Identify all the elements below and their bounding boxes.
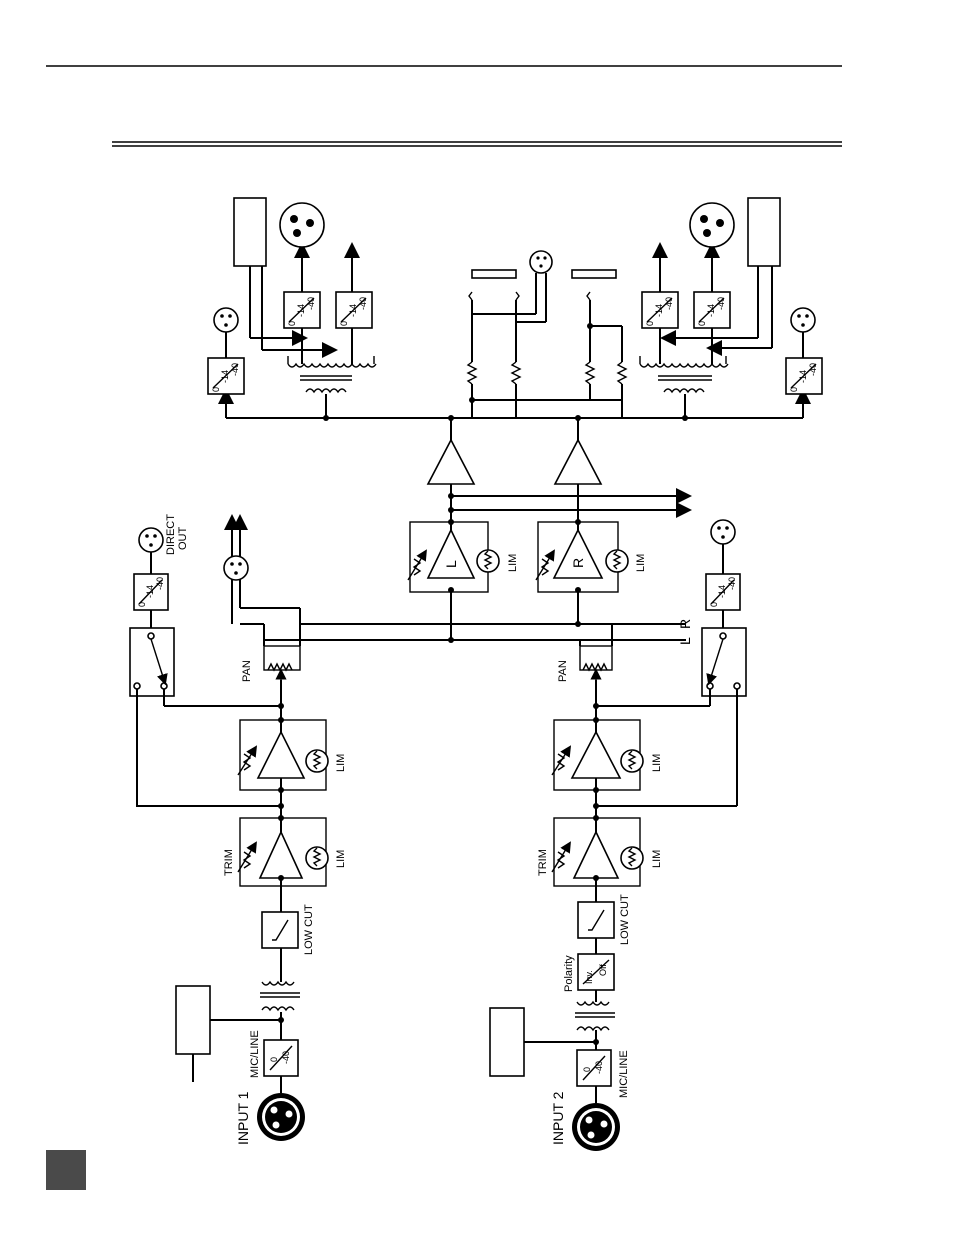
attn-max: -40 <box>230 363 240 376</box>
right-output-transformer <box>640 364 728 392</box>
input-2-level-lim-label: LIM <box>651 754 663 772</box>
input-2-level-amp <box>572 732 620 778</box>
center-resistor-1 <box>468 362 476 384</box>
input-2-line-jack <box>490 1008 524 1076</box>
input-2-trim-amp <box>574 832 618 878</box>
right-main-out-xlr-jack <box>690 203 734 247</box>
attn-max: -40 <box>306 297 316 310</box>
master-r: R LIM <box>536 484 647 593</box>
attn-zero: 0 <box>211 387 221 392</box>
attn-zero: 0 <box>339 321 349 326</box>
center-resistor-3 <box>586 362 594 384</box>
mix-buses: L R <box>264 590 693 645</box>
attn-max: -40 <box>727 577 737 590</box>
attn-max: -40 <box>664 297 674 310</box>
channel-1: INPUT 1 0 -40 MIC/LINE LOW CUT <box>130 514 347 1145</box>
input-2-trim-lim-label: LIM <box>651 850 663 868</box>
headphone-jack <box>572 270 616 278</box>
input-1-level-lim-label: LIM <box>335 754 347 772</box>
pad-0-label: 0 <box>269 1057 279 1062</box>
output-l-buffer <box>428 440 474 484</box>
attn-max: -40 <box>716 297 726 310</box>
attn-mid: -14 <box>654 304 664 317</box>
attn-mid: -14 <box>220 370 230 383</box>
left-main-out-xlr-jack <box>280 203 324 247</box>
attn-mid: -14 <box>706 304 716 317</box>
pad-40-label: -40 <box>281 1051 291 1064</box>
input-1-low-cut-label: LOW CUT <box>303 904 315 955</box>
attn-max: -40 <box>358 297 368 310</box>
input-1-mic-line-label: MIC/LINE <box>249 1030 261 1078</box>
input-1-level-amp <box>258 732 304 778</box>
input-2-low-cut-label: LOW CUT <box>619 894 631 945</box>
center-resistor-2 <box>512 362 520 384</box>
center-output-section <box>468 251 626 418</box>
direct-out-label-line2: OUT <box>177 527 189 551</box>
left-aux-out-jack <box>214 308 238 332</box>
attn-zero: 0 <box>645 321 655 326</box>
input-1-transformer <box>260 982 300 1010</box>
master-r-amp <box>554 530 602 578</box>
input-2-direct-out-jack <box>711 520 735 544</box>
output-r-buffer <box>555 440 601 484</box>
input-2-polarity-label: Polarity <box>563 955 575 992</box>
pad-40-label: -40 <box>594 1061 604 1074</box>
attn-zero: 0 <box>137 602 147 607</box>
left-output-section: 0 -14 -40 0 -14 -40 <box>208 198 376 418</box>
input-1-direct-out-jack <box>139 528 163 552</box>
left-main-out-line-jack <box>234 198 266 266</box>
center-resistor-4 <box>618 362 626 384</box>
attn-max: -40 <box>808 363 818 376</box>
right-main-out-line-jack <box>748 198 780 266</box>
input-1-label: INPUT 1 <box>235 1091 251 1145</box>
input-1-xlr-jack <box>257 1093 305 1141</box>
attn-mid: -14 <box>717 585 727 598</box>
attn-mid: -14 <box>348 304 358 317</box>
input-1-trim-lim-label: LIM <box>335 850 347 868</box>
master-r-amp-label: R <box>570 558 586 568</box>
master-l: L LIM <box>408 484 519 593</box>
input-2-xlr-jack <box>572 1103 620 1151</box>
master-r-lim-label: LIM <box>635 554 647 572</box>
input-2-pan-pot-icon[interactable] <box>583 664 607 670</box>
attn-zero: 0 <box>697 321 707 326</box>
tape-out-jack <box>472 270 516 278</box>
input-2-low-cut-filter[interactable] <box>578 902 614 938</box>
attn-zero: 0 <box>789 387 799 392</box>
attn-mid: -14 <box>296 304 306 317</box>
polarity-off-label: Off <box>598 964 608 976</box>
input-1-trim-label: TRIM <box>223 849 235 876</box>
polarity-inv-label: Inv. <box>584 970 594 984</box>
right-output-section: 0 -14 -40 0 -14 -40 0 -14 -40 <box>640 198 822 418</box>
input-1-line-jack <box>176 986 210 1054</box>
bus-l-label: L <box>677 637 693 645</box>
master-l-lim-label: LIM <box>507 554 519 572</box>
input-1-trim-amp <box>260 832 302 878</box>
input-2-pan-label: PAN <box>557 660 569 682</box>
attn-max: -40 <box>155 577 165 590</box>
input-1-pan-label: PAN <box>241 660 253 682</box>
input-1-insert-jack <box>224 556 248 580</box>
page-number-box <box>46 1150 86 1190</box>
right-aux-out-jack <box>791 308 815 332</box>
input-2-label: INPUT 2 <box>550 1091 566 1145</box>
input-2-mic-line-label: MIC/LINE <box>618 1050 630 1098</box>
input-2-trim-label: TRIM <box>537 849 549 876</box>
direct-out-label-line1: DIRECT <box>165 514 177 555</box>
input-1-low-cut-filter[interactable] <box>262 912 298 948</box>
left-output-transformer <box>288 364 376 392</box>
input-2-transformer <box>575 1002 615 1030</box>
channel-2: INPUT 2 0 -40 MIC/LINE Inv. Off Polarity… <box>490 520 746 1151</box>
master-l-amp-label: L <box>443 560 459 568</box>
bus-r-label: R <box>677 619 693 629</box>
master-l-amp <box>428 530 474 578</box>
attn-mid: -14 <box>798 370 808 383</box>
attn-mid: -14 <box>145 585 155 598</box>
attn-zero: 0 <box>287 321 297 326</box>
center-mono-out-jack <box>530 251 552 273</box>
pad-0-label: 0 <box>582 1067 592 1072</box>
attn-zero: 0 <box>709 602 719 607</box>
input-1-pan-pot-icon[interactable] <box>268 664 292 670</box>
